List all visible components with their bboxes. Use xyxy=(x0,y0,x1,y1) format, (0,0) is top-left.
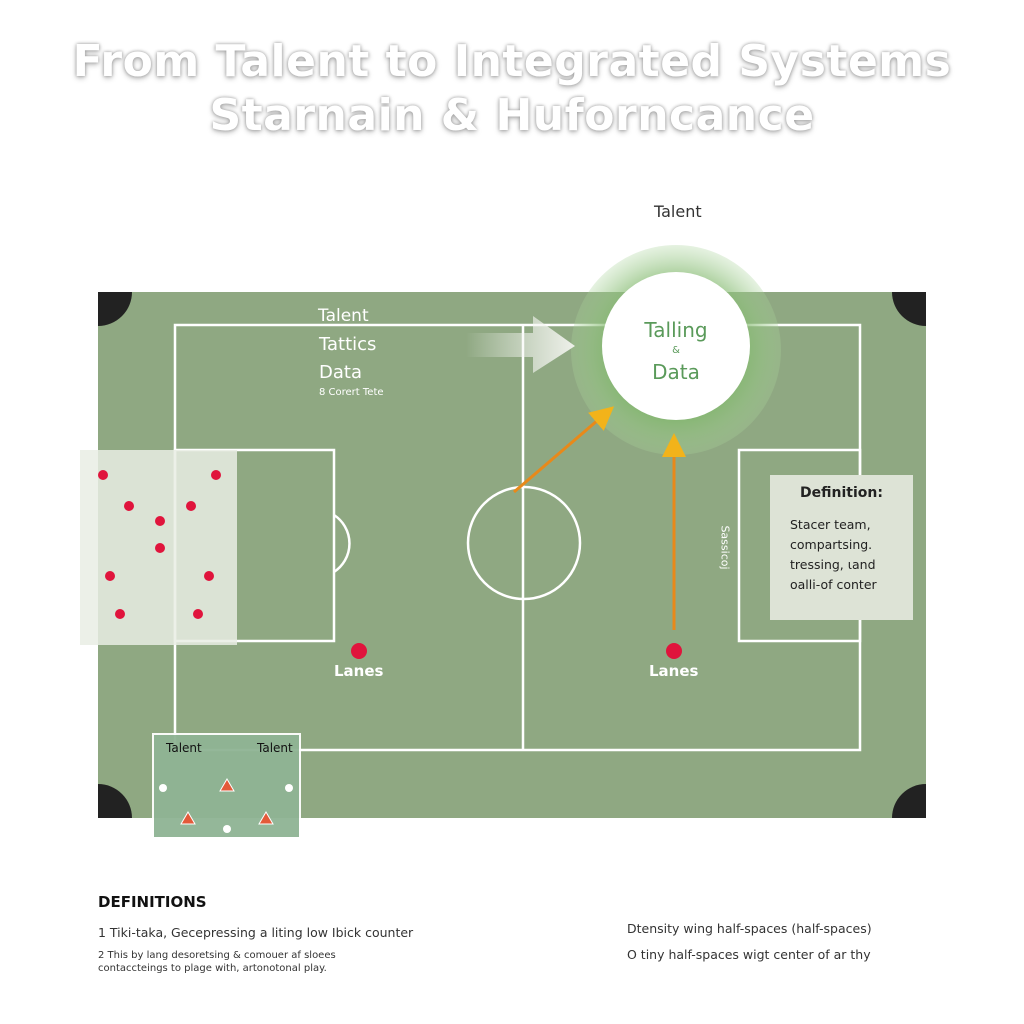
talling-data-circle xyxy=(602,272,750,420)
definition-line: tressing, ιand xyxy=(790,557,876,572)
stack-tactics: Tattics xyxy=(319,334,377,355)
player-dots xyxy=(98,470,682,659)
stack-small: 8 Corert Tete xyxy=(319,387,384,398)
title-line-2: Starnain & Huforncance xyxy=(209,90,815,141)
definition-item: 2 This by lang desoretsing & comouer af … xyxy=(98,950,336,961)
definition-item: 1 Tiki-taka, Gecepressing a liting low I… xyxy=(98,925,414,940)
definition-line: Stacer team, xyxy=(790,517,871,532)
circle-line-1: Talling xyxy=(644,318,708,342)
definition-item: contaccteings to plage with, artonotonal… xyxy=(98,963,327,974)
mini-label-right: Talent xyxy=(257,741,293,755)
definition-line: oalli-of conter xyxy=(790,577,877,592)
top-talent-label: Talent xyxy=(654,202,702,221)
stack-data: Data xyxy=(319,362,362,383)
definition-box: Definition: Stacer team, compartsing. tr… xyxy=(770,475,913,620)
vertical-label: Sassicoj xyxy=(718,525,732,570)
definition-item: Dtensity wing half-spaces (half-spaces) xyxy=(627,921,872,936)
definition-line: compartsing. xyxy=(790,537,873,552)
arrow-icon xyxy=(513,406,615,494)
lanes-left: Lanes xyxy=(334,662,384,680)
definition-item: O tiny half-spaces wigt center of ar thy xyxy=(627,947,871,962)
circle-amp: & xyxy=(672,345,680,356)
title-line-1: From Talent to Integrated Systems xyxy=(72,36,952,87)
circle-line-2: Data xyxy=(652,360,700,384)
stack-talent: Talent xyxy=(318,306,369,326)
mini-label-left: Talent xyxy=(166,741,202,755)
mini-markers xyxy=(159,778,293,833)
lanes-right: Lanes xyxy=(649,662,699,680)
arrow-right-icon xyxy=(466,316,575,373)
definitions-heading: DEFINITIONS xyxy=(98,893,207,911)
definition-heading: Definition: xyxy=(800,485,883,501)
